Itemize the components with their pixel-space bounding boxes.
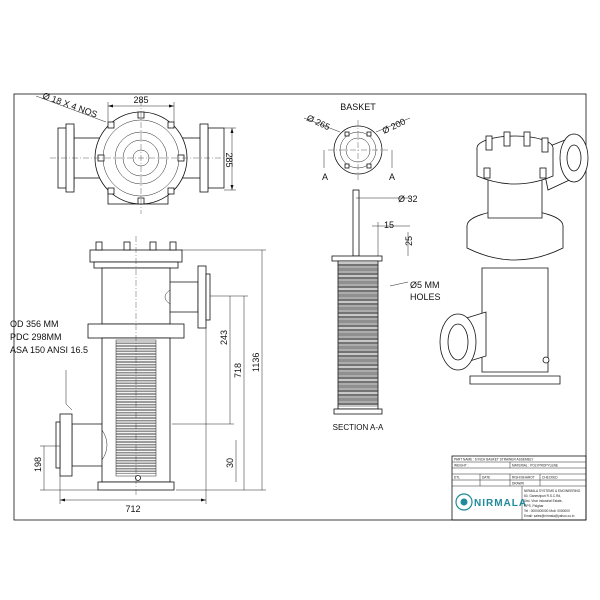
flange-note-asa: ASA 150 ANSI 16.5 — [10, 345, 88, 355]
section-title: SECTION A-A — [333, 423, 384, 432]
tb-part-name: PART NAME : 6 INCH BASKET STRAINER ASSEM… — [454, 458, 534, 462]
company-line-6: Email: sales@nirmala@yahoo.co.in — [524, 514, 575, 518]
sheet-border — [13, 93, 587, 521]
front-view — [40, 236, 266, 504]
dim-243: 243 — [219, 330, 229, 345]
section-aa-view — [331, 189, 410, 415]
title-block — [451, 455, 587, 521]
company-name: NIRMALA — [474, 498, 527, 509]
basket-view — [303, 117, 411, 180]
isometric-view — [439, 131, 589, 385]
top-bolt-spec: Ø 18 X 4 NOS — [41, 90, 98, 119]
basket-title: BASKET — [340, 102, 376, 112]
tb-weight: WEIGHT : — [454, 464, 469, 468]
tb-dtl: DTL — [454, 476, 460, 480]
tb-date: DATE — [482, 476, 490, 480]
dim-718: 718 — [233, 363, 243, 378]
dim-30: 30 — [225, 458, 235, 468]
company-logo — [455, 493, 473, 511]
basket-outer-dia: Ø 265 — [305, 113, 331, 132]
company-line-5: Tel : 0000000000 Mob: 0000000 — [524, 509, 570, 513]
holes-dia: Ø5 MM — [410, 280, 440, 290]
holes-label: HOLES — [410, 292, 441, 302]
dim-712: 712 — [125, 504, 140, 514]
section-mark-right: A — [389, 172, 395, 182]
company-line-2: 60, Ganeshpuri R.S.C.Rd, — [524, 494, 561, 498]
dim-198: 198 — [33, 457, 43, 472]
rod-dia: Ø 32 — [398, 194, 418, 204]
top-height-dim: 285 — [224, 152, 234, 167]
top-width-dim: 285 — [133, 95, 148, 105]
flange-note-od: OD 356 MM — [10, 319, 59, 329]
offset-dim: 15 — [384, 220, 394, 230]
tb-material: MATERIAL : POLYPROPYLENE — [512, 464, 558, 468]
flange-note-pdc: PDC 298MM — [10, 332, 62, 342]
angle-dim: 25 — [404, 236, 414, 246]
company-line-1: NIRMALA SYSTEMS & ENGINEERING — [524, 489, 581, 493]
tb-checked: CHECKED — [542, 476, 558, 480]
dim-1136: 1136 — [251, 353, 261, 372]
basket-hatch-lines — [116, 341, 156, 474]
tb-drawn-by: RISHI BHAROT — [512, 476, 535, 480]
tb-drawn: DRAWN — [512, 482, 525, 486]
basket-inner-dia: Ø 200 — [381, 116, 407, 135]
company-line-4: GPS, Palghar — [524, 504, 544, 508]
company-line-3: Dist. Virar Industrial Estate, — [524, 499, 563, 503]
section-mesh-lines — [338, 262, 378, 407]
section-mark-left: A — [322, 172, 328, 182]
top-view — [35, 95, 236, 214]
